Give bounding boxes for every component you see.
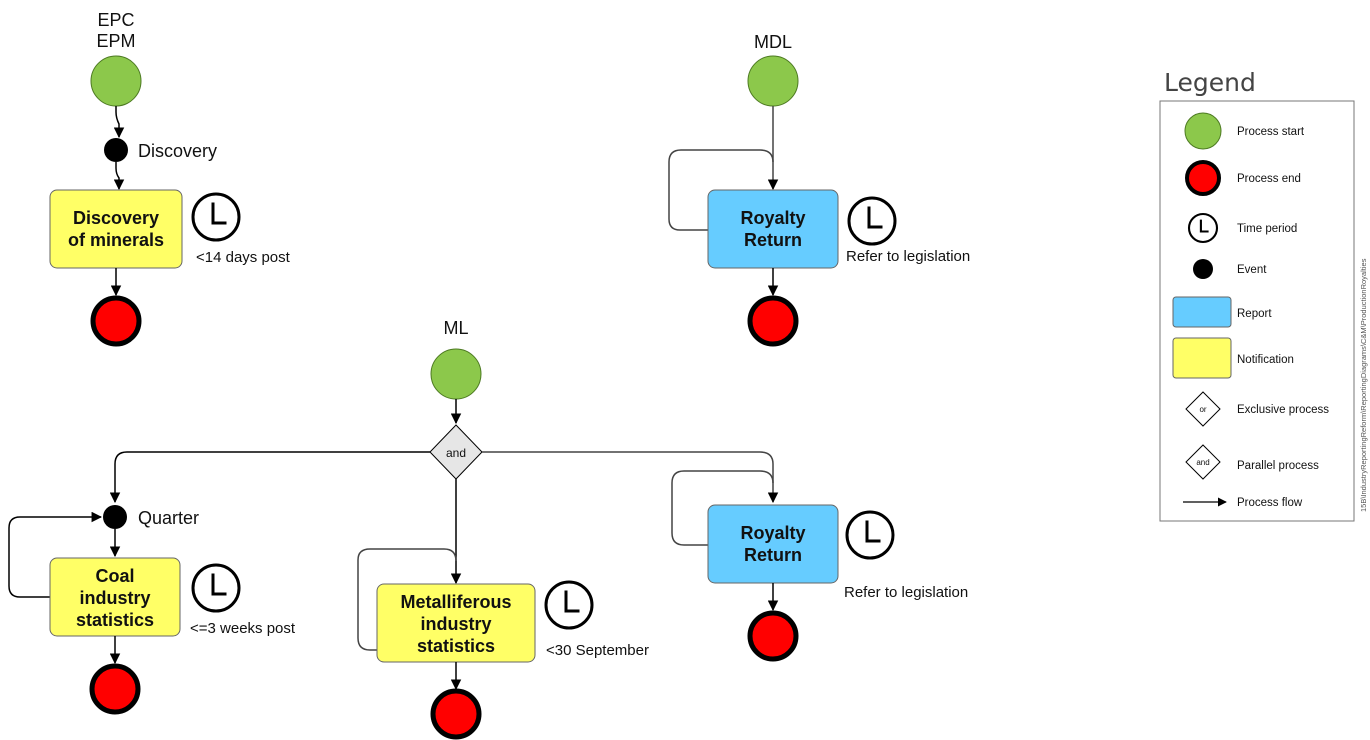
flow-ml: ML and Quarter Coal industry statistics … [8,318,968,737]
legend-start-icon [1184,112,1222,150]
legend-event: Event [1237,264,1267,276]
legend-exclusive-icon [1185,391,1221,427]
process-end-node [433,691,479,737]
start-label-epc: EPC [97,10,134,30]
event-label-discovery: Discovery [138,141,217,161]
time-label-royalty: Refer to legislation [846,248,970,265]
process-start-node [90,55,142,107]
task-metal-line3: statistics [417,636,495,656]
gateway-label: and [446,446,466,460]
time-label-discovery: <14 days post [196,249,291,266]
notification-box-discovery [49,189,183,269]
time-label-royalty-ml: Refer to legislation [844,584,968,601]
task-discovery-line2: of minerals [68,230,164,250]
branch-arrow-coal [109,451,430,504]
clock-icon [544,580,594,630]
clock-icon [845,510,895,560]
report-box-royalty [707,189,839,269]
report-box-royalty-ml [707,504,839,584]
legend-clock-icon [1187,212,1219,244]
task-royalty-ml-line1: Royalty [740,523,805,543]
loop-arrow [668,149,774,231]
process-end-node [750,613,796,659]
event-label-quarter: Quarter [138,508,199,528]
loop-arrow [8,511,103,598]
flow-arrow [113,162,125,191]
legend-report-icon [1172,296,1232,328]
task-royalty-ml-line2: Return [744,545,802,565]
task-coal-line2: industry [79,588,150,608]
legend-side-text: 15B\IndustryReportingReform\ReportingDia… [1359,258,1368,512]
task-coal-line1: Coal [95,566,134,586]
clock-icon [191,563,241,613]
legend-time-period: Time period [1237,223,1297,235]
clock-icon [191,192,241,242]
legend-process-end: Process end [1237,173,1301,185]
start-label-mdl: MDL [754,32,792,52]
time-label-metal: <30 September [546,642,649,659]
task-discovery-line1: Discovery [73,208,159,228]
legend-report: Report [1237,308,1272,320]
time-label-coal: <=3 weeks post [190,620,296,637]
task-metal-line1: Metalliferous [400,592,511,612]
legend-event-icon [1193,259,1213,279]
legend-end-icon [1185,160,1221,196]
flow-discovery: EPC EPM Discovery Discovery of minerals … [49,10,291,344]
legend-parallel-icon [1185,444,1221,480]
legend-parallel: Parallel process [1237,460,1319,472]
process-end-node [93,298,139,344]
branch-arrow-royalty [482,451,779,504]
process-end-node [750,298,796,344]
process-end-node [92,666,138,712]
task-royalty-line2: Return [744,230,802,250]
task-metal-line2: industry [420,614,491,634]
legend-parallel-symbol: and [1196,458,1209,467]
legend: Legend Process start Process end Time pe… [1159,68,1368,522]
legend-notification: Notification [1237,354,1294,366]
clock-icon [847,196,897,246]
legend-title: Legend [1164,68,1256,97]
task-coal-line3: statistics [76,610,154,630]
event-node-discovery [104,138,128,162]
start-label-ml: ML [443,318,468,338]
flow-arrow [113,106,125,139]
event-node-quarter [103,505,127,529]
legend-notification-icon [1172,337,1232,379]
flow-royalty-mdl: MDL Royalty Return Refer to legislation [668,32,970,344]
process-start-node [430,348,482,400]
process-start-node [747,55,799,107]
legend-flow: Process flow [1237,497,1303,509]
loop-arrow [357,548,457,651]
task-royalty-line1: Royalty [740,208,805,228]
legend-exclusive-symbol: or [1199,405,1206,414]
start-label-epm: EPM [96,31,135,51]
loop-arrow [671,470,774,546]
legend-exclusive: Exclusive process [1237,404,1329,416]
legend-process-start: Process start [1237,126,1305,138]
